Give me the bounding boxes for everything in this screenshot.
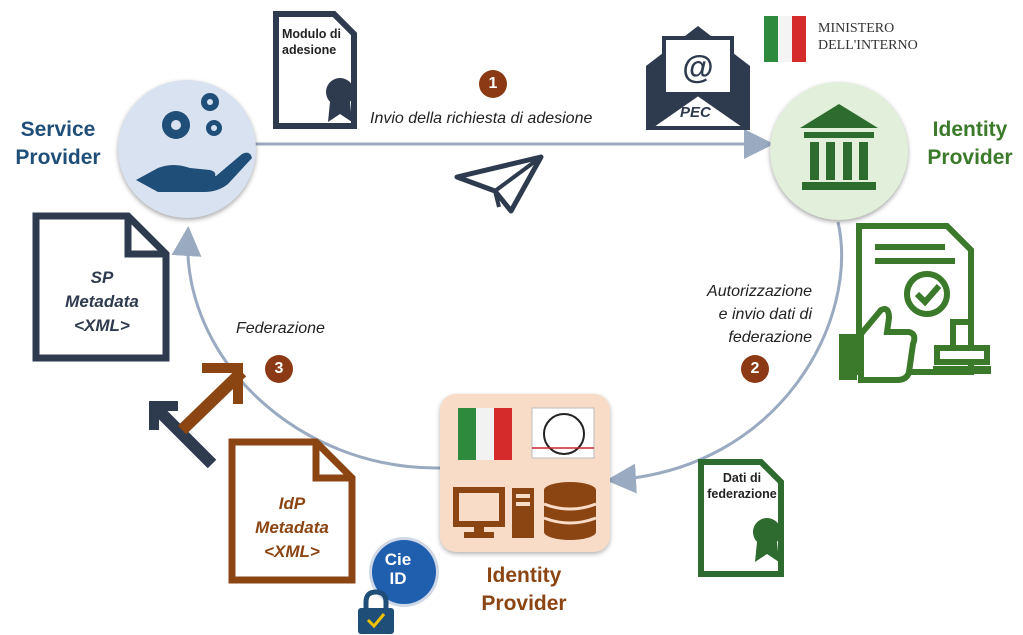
ministero-text: MINISTERO DELL'INTERNO [818, 21, 918, 53]
idp-metadata-label: IdP Metadata <XML> [255, 494, 329, 561]
dati-federazione-label: Dati di federazione [707, 471, 777, 501]
sp-metadata-document: SP Metadata <XML> [32, 212, 172, 362]
dati-federazione-document: Dati di federazione [697, 458, 787, 578]
gears-hand-icon [136, 93, 252, 192]
padlock-icon [358, 589, 394, 634]
step1-label: Invio della richiesta di adesione [370, 110, 593, 127]
step3-badge: 3 [265, 355, 293, 383]
identity-provider-title-top: Identity Provider [927, 118, 1013, 169]
paper-plane-icon [454, 154, 544, 214]
arrow-step2 [606, 221, 844, 494]
exchange-arrows-icon [149, 363, 247, 469]
identity-provider-box [440, 394, 610, 552]
bank-building-icon [800, 104, 878, 190]
modulo-label: Modulo di adesione [282, 27, 342, 57]
approved-document-icon [839, 223, 991, 383]
sp-metadata-label: SP Metadata <XML> [65, 268, 139, 335]
computer-icon [453, 487, 534, 538]
pec-envelope: @ PEC [642, 22, 754, 134]
modulo-adesione-document: Modulo di adesione [272, 10, 358, 130]
step2-label: Autorizzazione e invio dati di federazio… [707, 283, 812, 346]
step2-badge: 2 [741, 355, 769, 383]
identity-provider-title-bottom: Identity Provider [481, 564, 567, 615]
identity-provider-circle [770, 82, 908, 220]
step1-badge: 1 [479, 70, 507, 98]
svg-text:@: @ [682, 49, 713, 85]
arrow-step3 [171, 226, 441, 470]
cie-id-logo: Cie ID [356, 536, 446, 635]
service-provider-title: Service Provider [15, 118, 101, 169]
emblem-icon [531, 407, 595, 459]
step3-label: Federazione [236, 320, 325, 337]
ministero-logo: MINISTERO DELL'INTERNO [764, 12, 944, 66]
service-provider-circle [118, 80, 256, 218]
database-icon [543, 482, 597, 540]
italian-flag-icon [458, 408, 512, 460]
pec-label: PEC [680, 104, 711, 121]
cie-id-text: Cie ID [384, 550, 412, 588]
idp-metadata-document: IdP Metadata <XML> [228, 438, 356, 584]
